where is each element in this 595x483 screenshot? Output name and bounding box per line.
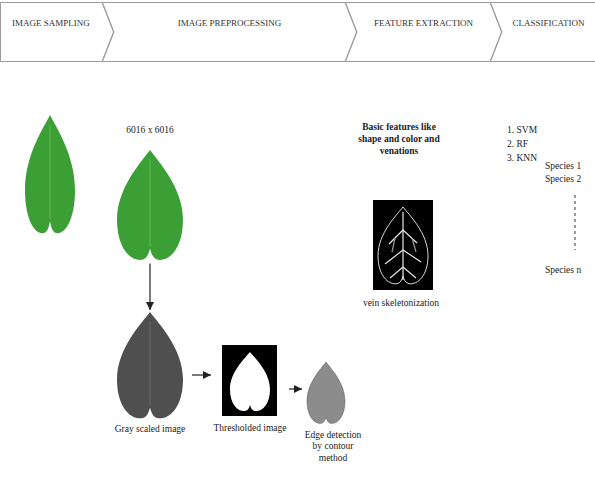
- leaf-midrib: [50, 125, 51, 219]
- chevron-outline: [346, 3, 502, 62]
- stage-chevron: FEATURE EXTRACTION: [345, 2, 502, 62]
- chevron-outline: [491, 3, 595, 62]
- stage-chevron: IMAGE SAMPLING: [0, 2, 114, 62]
- image-step: Gray scaled image: [108, 310, 192, 435]
- image-caption: 6016 x 6016: [108, 125, 192, 136]
- vein: [390, 267, 403, 278]
- chevron-shape: [102, 2, 357, 62]
- stage-title: IMAGE PREPROCESSING: [117, 2, 342, 29]
- chevron-shape: [0, 2, 114, 62]
- flow-arrow: [192, 374, 211, 375]
- image-step: Edge detection by contour method: [302, 360, 364, 464]
- leaf-photo: [25, 115, 75, 233]
- image-caption: vein skeletonization: [360, 298, 442, 309]
- vein: [389, 230, 403, 244]
- species-label: Species 1: [545, 161, 581, 173]
- vein: [385, 250, 403, 264]
- leaf-midrib: [150, 159, 151, 246]
- chevron-shape: [490, 2, 595, 62]
- flow-arrow: [149, 263, 150, 310]
- leaf-blade: [117, 312, 183, 418]
- species-label: Species n: [545, 265, 581, 277]
- leaf-outline: [378, 207, 428, 284]
- vein-ground: [373, 200, 433, 290]
- vein-outline: [378, 207, 428, 284]
- leaf-blade: [307, 362, 345, 423]
- vein: [403, 267, 416, 278]
- stage-title: CLASSIFICATION: [505, 2, 592, 29]
- feature-note: Basic features like shape and color and …: [350, 122, 448, 158]
- vein: [392, 238, 416, 252]
- stage-chevron: CLASSIFICATION: [490, 2, 595, 62]
- image-caption: Gray scaled image: [108, 424, 192, 435]
- edge-leaf: [307, 362, 345, 423]
- stage-title: FEATURE EXTRACTION: [360, 2, 487, 29]
- image-caption: Edge detection by contour method: [302, 430, 364, 464]
- classifier-item: 1. SVM: [507, 125, 537, 137]
- stage-chevron: IMAGE PREPROCESSING: [102, 2, 357, 62]
- chevron-outline: [103, 3, 357, 62]
- dashed-ellipsis: [575, 195, 576, 250]
- classifier-item: 2. RF: [507, 139, 528, 151]
- stage-title: IMAGE SAMPLING: [3, 2, 99, 29]
- leaf-photo: [117, 150, 183, 260]
- image-step: Thresholded image: [211, 343, 289, 434]
- species-label: Species 2: [545, 174, 581, 186]
- leaf-blade: [25, 115, 75, 233]
- leaf-blade: [230, 352, 270, 411]
- image-caption: Thresholded image: [211, 423, 289, 434]
- classifier-item: 3. KNN: [507, 153, 537, 165]
- vein: [403, 250, 421, 262]
- leaf-midrib: [150, 321, 151, 406]
- image-step: vein skeletonization: [360, 198, 442, 309]
- chevron-outline: [1, 3, 114, 62]
- chevron-shape: [345, 2, 502, 62]
- vein: [402, 212, 403, 280]
- image-step: 6016 x 6016: [108, 125, 192, 263]
- flow-arrow: [289, 388, 302, 389]
- gray-leaf: [117, 312, 183, 418]
- vein-lines: [385, 212, 421, 280]
- threshold-ground: [222, 345, 277, 416]
- vein: [403, 230, 417, 243]
- leaf-blade: [117, 150, 183, 260]
- threshold-leaf: [230, 352, 270, 411]
